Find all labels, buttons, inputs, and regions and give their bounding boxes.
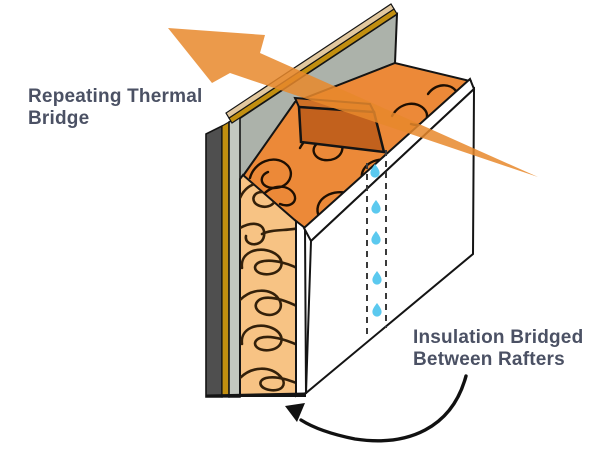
water-droplet-icon	[372, 271, 382, 285]
condensation-droplets	[370, 164, 382, 317]
water-droplet-icon	[370, 164, 380, 178]
sarking-board-edge	[228, 115, 241, 398]
heat-loss-arrow-icon	[168, 28, 538, 177]
label-insulation-bridged: Insulation Bridged Between Rafters	[413, 327, 584, 371]
label-repeating-thermal-bridge: Repeating Thermal Bridge	[28, 86, 203, 130]
curved-arrow-head-icon	[285, 403, 305, 422]
batten-layer	[221, 120, 230, 398]
water-droplet-icon	[371, 200, 381, 214]
sarking-board-face	[229, 14, 397, 397]
wall-bottom-edge	[205, 392, 307, 398]
plasterboard-front-face	[304, 86, 476, 396]
deck-board-band	[225, 3, 395, 119]
membrane-layer	[205, 124, 223, 398]
water-droplet-icon	[371, 231, 381, 245]
water-droplet-icon	[372, 303, 382, 317]
plasterboard-edge	[295, 218, 308, 398]
curved-airflow-arrow	[299, 374, 468, 443]
hidden-rafter-dashed-lines	[366, 150, 387, 338]
